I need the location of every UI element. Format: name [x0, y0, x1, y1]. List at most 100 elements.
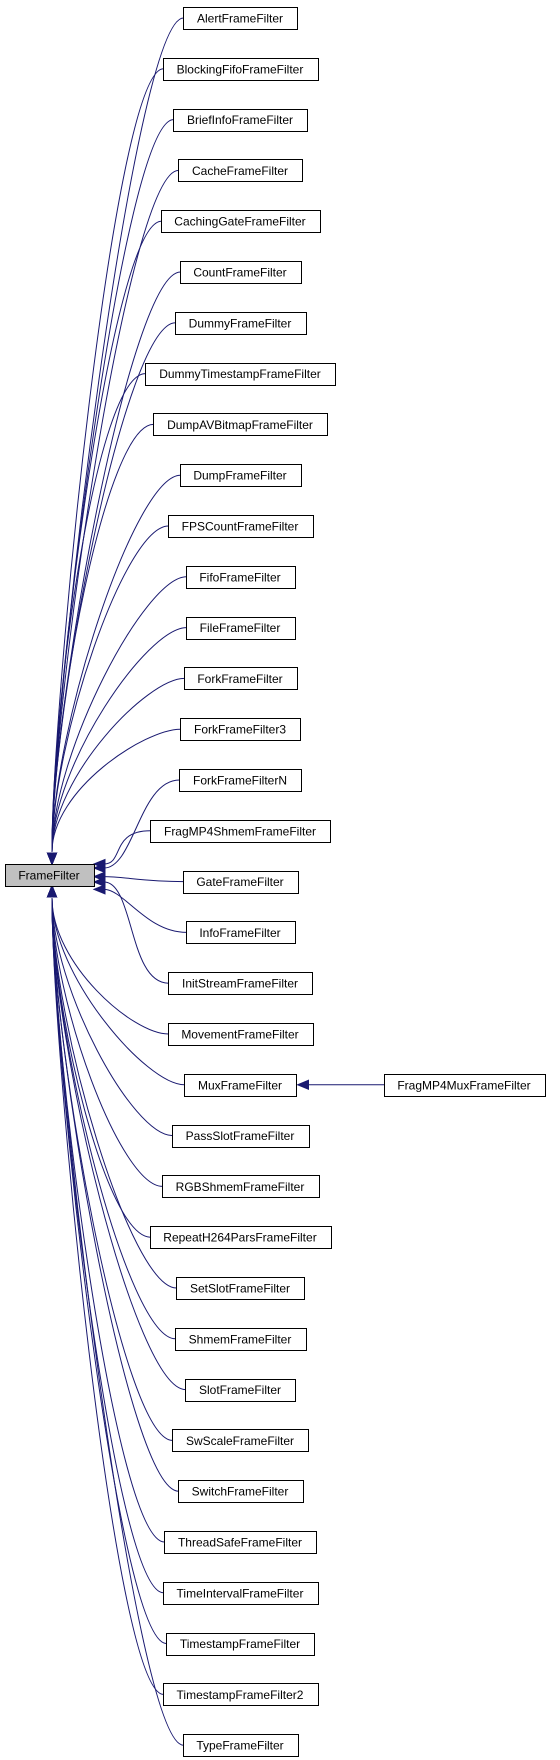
- node-timestamp-frame-filter2[interactable]: TimestampFrameFilter2: [163, 1683, 319, 1706]
- node-pass-slot-frame-filter-box: [172, 1125, 310, 1148]
- arrowhead-type-frame-filter: [46, 884, 58, 898]
- node-rgb-shmem-frame-filter-box: [162, 1175, 320, 1198]
- node-dump-frame-filter[interactable]: DumpFrameFilter: [180, 464, 302, 487]
- node-fifo-frame-filter-box: [186, 566, 296, 589]
- edge-pass-slot-frame-filter: [51, 897, 173, 1137]
- arrowhead-fork-frame-filter3: [46, 852, 58, 866]
- node-slot-frame-filter[interactable]: SlotFrameFilter: [185, 1379, 296, 1402]
- node-fps-count-frame-filter[interactable]: FPSCountFrameFilter: [168, 515, 314, 538]
- root-node-frame-filter-box: [5, 864, 95, 887]
- node-fifo-frame-filter-label: FifoFrameFilter: [199, 570, 280, 584]
- node-fifo-frame-filter[interactable]: FifoFrameFilter: [186, 566, 296, 589]
- node-mux-frame-filter-label: MuxFrameFilter: [198, 1078, 282, 1092]
- node-set-slot-frame-filter[interactable]: SetSlotFrameFilter: [176, 1277, 305, 1300]
- node-count-frame-filter-box: [180, 261, 302, 284]
- node-dummy-frame-filter-label: DummyFrameFilter: [189, 316, 292, 330]
- node-timestamp-frame-filter-label: TimestampFrameFilter: [180, 1637, 300, 1651]
- node-file-frame-filter-label: FileFrameFilter: [200, 621, 281, 635]
- node-dump-av-bitmap-frame-filter-label: DumpAVBitmapFrameFilter: [167, 418, 313, 432]
- node-sw-scale-frame-filter-label: SwScaleFrameFilter: [186, 1434, 294, 1448]
- root-node-frame-filter[interactable]: FrameFilter: [5, 864, 95, 887]
- node-dump-frame-filter-box: [180, 464, 302, 487]
- node-init-stream-frame-filter[interactable]: InitStreamFrameFilter: [168, 972, 313, 995]
- node-cache-frame-filter[interactable]: CacheFrameFilter: [178, 159, 303, 182]
- edge-dummy-timestamp-frame-filter: [51, 373, 146, 853]
- node-frag-mp4-shmem-frame-filter[interactable]: FragMP4ShmemFrameFilter: [150, 820, 331, 843]
- node-dummy-frame-filter-box: [175, 312, 307, 335]
- node-dummy-frame-filter[interactable]: DummyFrameFilter: [175, 312, 307, 335]
- node-dump-frame-filter-label: DumpFrameFilter: [193, 469, 286, 483]
- node-thread-safe-frame-filter-box: [164, 1531, 317, 1554]
- node-cache-frame-filter-label: CacheFrameFilter: [192, 164, 288, 178]
- node-fork-frame-filter[interactable]: ForkFrameFilter: [184, 667, 298, 690]
- edge-dump-av-bitmap-frame-filter: [51, 423, 154, 853]
- node-repeat-h264-pars-frame-filter[interactable]: RepeatH264ParsFrameFilter: [150, 1226, 332, 1249]
- node-fps-count-frame-filter-label: FPSCountFrameFilter: [182, 520, 299, 534]
- node-fork-frame-filter-n[interactable]: ForkFrameFilterN: [179, 769, 302, 792]
- node-pass-slot-frame-filter[interactable]: PassSlotFrameFilter: [172, 1125, 310, 1148]
- edge-rgb-shmem-frame-filter: [51, 897, 163, 1187]
- node-info-frame-filter[interactable]: InfoFrameFilter: [186, 921, 296, 944]
- edge-frag-mp4-shmem-frame-filter: [103, 830, 151, 865]
- node-cache-frame-filter-box: [178, 159, 303, 182]
- arrowhead-frag-mp4-mux-frame-filter: [296, 1079, 309, 1091]
- node-fps-count-frame-filter-box: [168, 515, 314, 538]
- node-fork-frame-filter3[interactable]: ForkFrameFilter3: [180, 718, 301, 741]
- node-frag-mp4-shmem-frame-filter-label: FragMP4ShmemFrameFilter: [164, 824, 316, 838]
- node-sw-scale-frame-filter-box: [172, 1429, 309, 1452]
- node-timestamp-frame-filter2-box: [163, 1683, 319, 1706]
- node-sw-scale-frame-filter[interactable]: SwScaleFrameFilter: [172, 1429, 309, 1452]
- node-shmem-frame-filter[interactable]: ShmemFrameFilter: [175, 1328, 307, 1351]
- arrowhead-frag-mp4-shmem-frame-filter: [92, 858, 106, 870]
- edge-gate-frame-filter: [103, 876, 184, 883]
- node-time-interval-frame-filter[interactable]: TimeIntervalFrameFilter: [163, 1582, 319, 1605]
- node-movement-frame-filter[interactable]: MovementFrameFilter: [168, 1023, 314, 1046]
- node-count-frame-filter-label: CountFrameFilter: [193, 266, 286, 280]
- node-caching-gate-frame-filter-box: [161, 210, 321, 233]
- node-movement-frame-filter-box: [168, 1023, 314, 1046]
- node-count-frame-filter[interactable]: CountFrameFilter: [180, 261, 302, 284]
- node-fork-frame-filter3-box: [180, 718, 301, 741]
- node-alert-frame-filter-box: [183, 7, 298, 30]
- edge-fifo-frame-filter: [51, 576, 187, 853]
- node-switch-frame-filter[interactable]: SwitchFrameFilter: [178, 1480, 304, 1503]
- node-timestamp-frame-filter-box: [166, 1633, 315, 1656]
- node-frag-mp4-mux-frame-filter-label: FragMP4MuxFrameFilter: [397, 1078, 530, 1092]
- node-file-frame-filter[interactable]: FileFrameFilter: [186, 617, 296, 640]
- node-slot-frame-filter-label: SlotFrameFilter: [199, 1383, 281, 1397]
- node-pass-slot-frame-filter-label: PassSlotFrameFilter: [186, 1129, 295, 1143]
- node-switch-frame-filter-label: SwitchFrameFilter: [192, 1485, 289, 1499]
- node-blocking-fifo-frame-filter[interactable]: BlockingFifoFrameFilter: [163, 58, 319, 81]
- node-timestamp-frame-filter[interactable]: TimestampFrameFilter: [166, 1633, 315, 1656]
- node-repeat-h264-pars-frame-filter-box: [150, 1226, 332, 1249]
- node-set-slot-frame-filter-label: SetSlotFrameFilter: [190, 1282, 290, 1296]
- node-gate-frame-filter-label: GateFrameFilter: [196, 875, 283, 889]
- node-dump-av-bitmap-frame-filter[interactable]: DumpAVBitmapFrameFilter: [153, 413, 328, 436]
- node-fork-frame-filter-label: ForkFrameFilter: [197, 672, 282, 686]
- node-shmem-frame-filter-box: [175, 1328, 307, 1351]
- node-brief-info-frame-filter[interactable]: BriefInfoFrameFilter: [173, 109, 308, 132]
- node-init-stream-frame-filter-label: InitStreamFrameFilter: [182, 977, 298, 991]
- node-frag-mp4-shmem-frame-filter-box: [150, 820, 331, 843]
- node-blocking-fifo-frame-filter-label: BlockingFifoFrameFilter: [177, 62, 304, 76]
- node-thread-safe-frame-filter[interactable]: ThreadSafeFrameFilter: [164, 1531, 317, 1554]
- node-gate-frame-filter[interactable]: GateFrameFilter: [183, 871, 299, 894]
- node-frag-mp4-mux-frame-filter[interactable]: FragMP4MuxFrameFilter: [384, 1074, 546, 1097]
- node-blocking-fifo-frame-filter-box: [163, 58, 319, 81]
- node-caching-gate-frame-filter-label: CachingGateFrameFilter: [174, 215, 305, 229]
- node-type-frame-filter[interactable]: TypeFrameFilter: [183, 1734, 299, 1757]
- node-mux-frame-filter[interactable]: MuxFrameFilter: [184, 1074, 297, 1097]
- node-rgb-shmem-frame-filter[interactable]: RGBShmemFrameFilter: [162, 1175, 320, 1198]
- edge-switch-frame-filter: [51, 897, 179, 1492]
- node-file-frame-filter-box: [186, 617, 296, 640]
- node-alert-frame-filter[interactable]: AlertFrameFilter: [183, 7, 298, 30]
- node-dummy-timestamp-frame-filter[interactable]: DummyTimestampFrameFilter: [145, 363, 336, 386]
- node-info-frame-filter-label: InfoFrameFilter: [199, 926, 280, 940]
- edge-dump-frame-filter: [51, 474, 181, 853]
- node-caching-gate-frame-filter[interactable]: CachingGateFrameFilter: [161, 210, 321, 233]
- node-rgb-shmem-frame-filter-label: RGBShmemFrameFilter: [176, 1180, 305, 1194]
- root-node-frame-filter-label: FrameFilter: [18, 869, 79, 883]
- edge-timestamp-frame-filter2: [51, 897, 164, 1695]
- node-frag-mp4-mux-frame-filter-box: [384, 1074, 546, 1097]
- node-fork-frame-filter3-label: ForkFrameFilter3: [194, 723, 286, 737]
